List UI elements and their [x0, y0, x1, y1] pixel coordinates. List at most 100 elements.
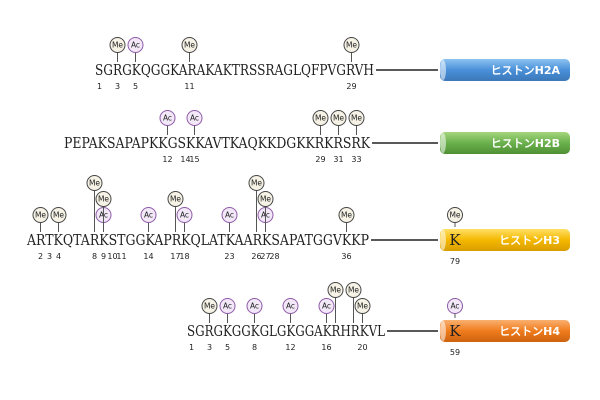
mark-label: Ac — [190, 114, 199, 123]
modification-mark-me — [109, 37, 126, 53]
position-number: 2 — [38, 252, 43, 261]
position-number: 17 — [170, 252, 180, 261]
mark-label: Me — [53, 211, 64, 220]
histone-row: SGRGKQGGKARAKAKTRSSRAGLQFPVGRVH ヒストンH2A 1 3… — [95, 37, 570, 91]
sequence-text: SGRGKGGKGLGKGGAKRHRKVL — [187, 322, 385, 340]
modification-mark-me — [86, 175, 103, 191]
position-number: 11 — [116, 252, 126, 261]
tail-residue: K — [449, 322, 461, 340]
mark-label: Me — [35, 211, 46, 220]
position-number: 5 — [133, 82, 138, 91]
position-number: 16 — [321, 343, 331, 352]
mark-label: Me — [330, 286, 341, 295]
position-number: 3 — [115, 82, 120, 91]
position-number: 3 — [207, 343, 212, 352]
position-number: 1 — [97, 82, 102, 91]
modification-mark-ac — [127, 37, 144, 53]
modification-mark-ac — [186, 110, 203, 126]
position-number: 36 — [341, 252, 351, 261]
tail-residue-number: 79 — [450, 257, 460, 266]
modification-mark-ac — [159, 110, 176, 126]
position-number: 14 — [180, 155, 190, 164]
histone-name-label: ヒストンH4 — [499, 325, 560, 338]
position-number: 9 — [101, 252, 106, 261]
modification-mark-me — [181, 37, 198, 53]
modification-mark-me — [201, 298, 218, 314]
modification-mark-me — [50, 207, 67, 223]
mark-label: Me — [204, 302, 215, 311]
position-number: 18 — [179, 252, 189, 261]
mark-label: Ac — [223, 302, 232, 311]
position-number: 1 — [189, 343, 194, 352]
mark-label: Me — [260, 195, 271, 204]
modification-mark-me — [32, 207, 49, 223]
modification-mark-me — [345, 282, 362, 298]
mark-label: Ac — [250, 302, 259, 311]
position-number: 3 — [47, 252, 52, 261]
bar-end-highlight — [440, 321, 446, 341]
position-number: 29 — [346, 82, 356, 91]
position-number: 11 — [184, 82, 194, 91]
mark-label: Me — [346, 41, 357, 50]
histone-bar — [440, 229, 570, 251]
position-number: 8 — [92, 252, 97, 261]
modification-mark-me — [348, 110, 365, 126]
mark-label: Me — [170, 195, 181, 204]
mark-label: Me — [315, 114, 326, 123]
position-number: 14 — [143, 252, 153, 261]
modification-mark-me — [312, 110, 329, 126]
modification-mark-ac — [282, 298, 299, 314]
position-number: 5 — [225, 343, 230, 352]
histone-bar — [440, 132, 570, 154]
histone-row: ARTKQTARKSTGGKAPRKQLATKAARKSAPATGGVKKP ヒス… — [26, 175, 570, 266]
tail-residue-number: 59 — [450, 348, 460, 357]
mark-label: Ac — [180, 211, 189, 220]
modification-mark-ac — [176, 207, 193, 223]
position-number: 8 — [252, 343, 257, 352]
modification-mark-me — [330, 110, 347, 126]
mark-label: Me — [98, 195, 109, 204]
position-number: 12 — [162, 155, 172, 164]
histone-row: PEPAKSAPAPKKGSKKAVTKAQKKDGKKRKRSRK ヒストンH2… — [64, 110, 570, 164]
position-number: 33 — [351, 155, 361, 164]
histone-name-label: ヒストンH3 — [499, 234, 560, 247]
mark-label: Ac — [131, 41, 140, 50]
mark-label: Me — [184, 41, 195, 50]
position-number: 20 — [357, 343, 367, 352]
histone-bar — [440, 320, 570, 342]
mark-label: Me — [251, 179, 262, 188]
sequence-text: PEPAKSAPAPKKGSKKAVTKAQKKDGKKRKRSRK — [64, 134, 371, 152]
position-number: 4 — [56, 252, 61, 261]
mark-label: Ac — [450, 302, 459, 311]
bar-end-highlight — [440, 230, 446, 250]
histone-name-label: ヒストンH2A — [491, 64, 561, 77]
position-number: 15 — [189, 155, 199, 164]
mark-label: Me — [112, 41, 123, 50]
mark-label: Me — [357, 302, 368, 311]
mark-label: Me — [348, 286, 359, 295]
modification-mark-me — [248, 175, 265, 191]
modification-mark-me — [354, 298, 371, 314]
tail-residue: K — [449, 231, 461, 249]
histone-bar — [440, 59, 570, 81]
modification-mark-me — [447, 207, 463, 223]
position-number: 29 — [315, 155, 325, 164]
position-number: 31 — [333, 155, 343, 164]
position-number: 12 — [285, 343, 295, 352]
modification-mark-ac — [318, 298, 335, 314]
position-number: 26 — [251, 252, 261, 261]
modification-mark-me — [167, 191, 184, 207]
modification-mark-me — [327, 282, 344, 298]
modification-mark-ac — [447, 298, 463, 314]
mark-label: Ac — [286, 302, 295, 311]
mark-label: Me — [351, 114, 362, 123]
histone-row: SGRGKGGKGLGKGGAKRHRKVL ヒストンH4 K 59 Ac 1 3 5 8 12 1… — [187, 282, 570, 357]
modification-mark-ac — [219, 298, 236, 314]
sequence-text: SGRGKQGGKARAKAKTRSSRAGLQFPVGRVH — [95, 61, 374, 79]
modification-mark-me — [343, 37, 360, 53]
mark-label: Me — [89, 179, 100, 188]
histone-name-label: ヒストンH2B — [491, 137, 560, 150]
position-number: 23 — [224, 252, 234, 261]
sequence-text: ARTKQTARKSTGGKAPRKQLATKAARKSAPATGGVKKP — [26, 231, 369, 249]
